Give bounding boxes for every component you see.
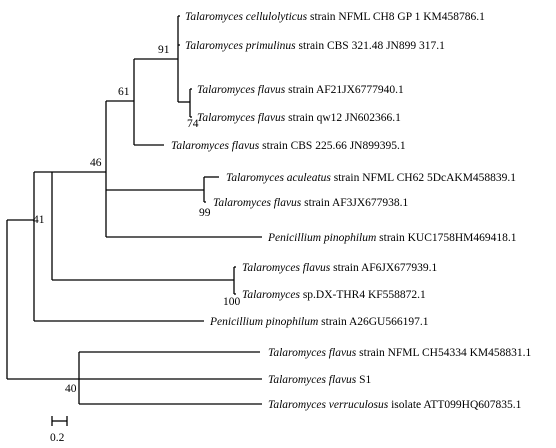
taxon-label: Talaromyces primulinus strain CBS 321.48…	[185, 40, 445, 52]
taxon-label: Talaromyces aculeatus strain NFML CH62 5…	[226, 172, 516, 184]
bootstrap-value: 99	[199, 207, 211, 219]
bootstrap-value: 100	[223, 296, 241, 308]
bootstrap-value: 41	[33, 214, 45, 226]
taxon-label: Talaromyces flavus strain NFML CH54334 K…	[268, 347, 531, 359]
taxon-label: Talaromyces flavus strain AF3JX677938.1	[213, 197, 409, 209]
bootstrap-value: 74	[187, 118, 199, 130]
taxon-label: Talaromyces verruculosus isolate ATT099H…	[268, 399, 522, 411]
taxon-labels: Talaromyces cellulolyticus strain NFML C…	[171, 11, 531, 411]
bootstrap-value: 40	[65, 383, 77, 395]
bootstrap-value: 91	[158, 44, 170, 56]
taxon-label: Penicillium pinophilum strain KUC1758HM4…	[267, 232, 517, 244]
taxon-label: Penicillium pinophilum strain A26GU56619…	[209, 316, 429, 328]
bootstrap-value: 46	[90, 157, 102, 169]
taxon-label: Talaromyces sp.DX-THR4 KF558872.1	[242, 289, 426, 301]
scale-bar: 0.2	[50, 416, 68, 444]
tree-branches	[6, 15, 262, 405]
taxon-label: Talaromyces flavus strain qw12 JN602366.…	[197, 112, 401, 124]
scale-bar-label: 0.2	[50, 432, 65, 444]
taxon-label: Talaromyces flavus strain CBS 225.66 JN8…	[171, 140, 406, 152]
taxon-label: Talaromyces flavus strain AF21JX6777940.…	[197, 84, 404, 96]
taxon-label: Talaromyces flavus strain AF6JX677939.1	[242, 262, 438, 274]
taxon-label: Talaromyces flavus S1	[268, 374, 372, 386]
taxon-label: Talaromyces cellulolyticus strain NFML C…	[185, 11, 485, 23]
bootstrap-value: 61	[118, 86, 130, 98]
bootstrap-values: 91 61 74 46 99 41 100 40	[33, 44, 241, 395]
